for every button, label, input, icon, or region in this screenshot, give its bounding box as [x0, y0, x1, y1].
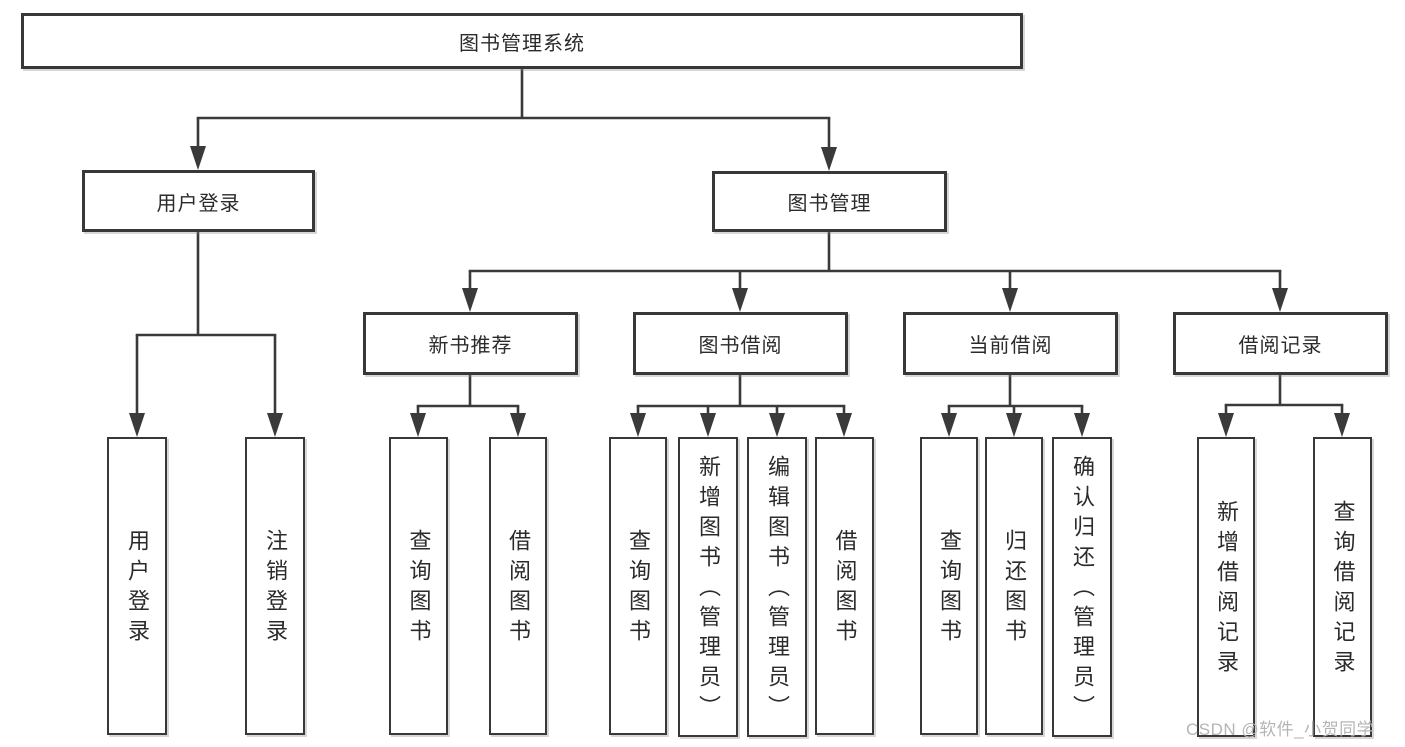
csdn-watermark: CSDN @软件_小贺同学 [1186, 720, 1375, 739]
leaf-current-confirm-return-admin: 确认归还（管理员） [1052, 437, 1112, 737]
node-book-management-label: 图书管理 [787, 193, 872, 215]
leaf-borrow-borrow-book-label: 借阅图书 [832, 529, 858, 649]
node-current-borrow-label: 当前借阅 [968, 335, 1053, 357]
leaf-borrow-edit-book-admin-label: 编辑图书（管理员） [765, 455, 790, 725]
leaf-record-add-record-label: 新增借阅记录 [1214, 500, 1239, 680]
leaf-recommend-query-book: 查询图书 [389, 437, 448, 735]
node-new-book-recommend: 新书推荐 [363, 312, 578, 375]
leaf-borrow-add-book-admin-label: 新增图书（管理员） [696, 455, 721, 725]
leaf-record-add-record: 新增借阅记录 [1197, 437, 1255, 737]
leaf-user-login: 用户登录 [107, 437, 167, 735]
leaf-current-return-book-label: 归还图书 [1002, 529, 1027, 649]
leaf-current-confirm-return-admin-label: 确认归还（管理员） [1070, 455, 1095, 725]
node-root-label: 图书管理系统 [459, 32, 585, 55]
node-borrow-record: 借阅记录 [1173, 312, 1388, 375]
node-book-management: 图书管理 [712, 171, 947, 232]
leaf-recommend-borrow-book: 借阅图书 [489, 437, 547, 735]
leaf-logout: 注销登录 [245, 437, 305, 735]
leaf-logout-label: 注销登录 [263, 529, 288, 649]
leaf-record-query-record: 查询借阅记录 [1313, 437, 1372, 737]
leaf-current-query-book-label: 查询图书 [937, 529, 962, 649]
leaf-recommend-query-book-label: 查询图书 [406, 529, 432, 649]
leaf-record-query-record-label: 查询借阅记录 [1330, 500, 1356, 680]
leaf-user-login-label: 用户登录 [125, 529, 150, 649]
node-borrow-record-label: 借阅记录 [1238, 335, 1323, 357]
leaf-current-return-book: 归还图书 [985, 437, 1043, 735]
leaf-borrow-query-book-label: 查询图书 [626, 529, 651, 649]
node-new-book-recommend-label: 新书推荐 [428, 335, 513, 357]
node-current-borrow: 当前借阅 [903, 312, 1118, 375]
leaf-borrow-query-book: 查询图书 [609, 437, 667, 735]
leaf-borrow-add-book-admin: 新增图书（管理员） [678, 437, 738, 737]
leaf-borrow-edit-book-admin: 编辑图书（管理员） [747, 437, 807, 737]
leaf-borrow-borrow-book: 借阅图书 [815, 437, 874, 735]
node-user-login: 用户登录 [82, 170, 315, 232]
node-book-borrow: 图书借阅 [633, 312, 848, 375]
node-root: 图书管理系统 [21, 13, 1023, 69]
node-user-login-label: 用户登录 [156, 192, 241, 215]
leaf-recommend-borrow-book-label: 借阅图书 [506, 529, 531, 649]
node-book-borrow-label: 图书借阅 [698, 335, 783, 357]
leaf-current-query-book: 查询图书 [920, 437, 978, 735]
